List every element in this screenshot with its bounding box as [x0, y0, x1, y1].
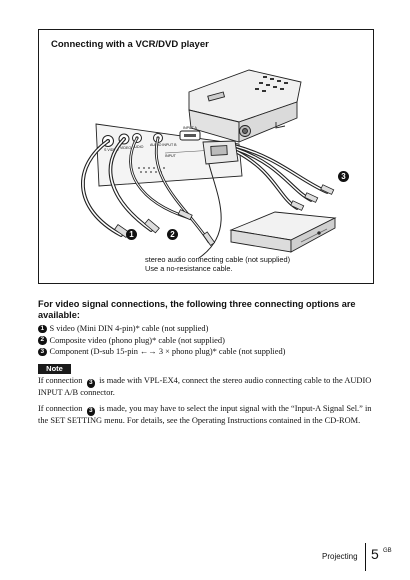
projector-illustration	[188, 69, 302, 143]
note1-post: is made with VPL-EX4, connect the stereo…	[38, 376, 372, 397]
callout-1: 1	[126, 229, 137, 240]
option-number: 2	[38, 336, 47, 345]
caption-line-1: stereo audio connecting cable (not suppl…	[145, 255, 291, 264]
note-paragraph-2: If connection 3 is made, you may have to…	[38, 404, 374, 426]
option-text: Component (D-sub 15-pin ←→ 3 × phono plu…	[49, 347, 286, 356]
panel-label-audio: AUDIO	[132, 145, 144, 149]
connection-options-list: 1 S video (Mini DIN 4-pin)* cable (not s…	[38, 323, 378, 358]
connection-figure: Connecting with a VCR/DVD player	[38, 29, 374, 284]
note2-post: is made, you may have to select the inpu…	[38, 404, 372, 425]
option-item: 2 Composite video (phono plug)* cable (n…	[38, 335, 378, 347]
figure-title: Connecting with a VCR/DVD player	[51, 39, 209, 50]
panel-label-input-a: INPUT A	[183, 126, 198, 130]
option-item: 1 S video (Mini DIN 4-pin)* cable (not s…	[38, 323, 378, 335]
panel-label-audio-input-b: AUDIO INPUT B	[150, 143, 177, 147]
region-code: GB	[383, 548, 392, 554]
note1-pre: If connection	[38, 376, 83, 385]
option-text: Composite video (phono plug)* cable (not…	[49, 335, 225, 345]
footer-divider	[365, 543, 366, 571]
note-label: Note	[38, 364, 71, 374]
panel-label-input: INPUT	[165, 154, 177, 158]
note2-pre: If connection	[38, 404, 83, 413]
panel-label-s-video: S VIDEO	[104, 148, 119, 152]
dsub-plug	[202, 140, 239, 165]
note1-connection-number: 3	[86, 379, 96, 388]
option-number: 3	[38, 347, 47, 356]
callout-3: 3	[338, 171, 349, 182]
callout-2: 2	[167, 229, 178, 240]
note-paragraph-1: If connection 3 is made with VPL-EX4, co…	[38, 376, 374, 398]
page-number: 5	[371, 546, 379, 562]
dvd-player-illustration	[229, 211, 337, 253]
panel-label-video: VIDEO	[120, 146, 131, 150]
caption-line-2: Use a no-resistance cable.	[145, 264, 233, 273]
section-heading: For video signal connections, the follow…	[38, 299, 356, 320]
connection-illustration: S VIDEO VIDEO AUDIO AUDIO INPUT B INPUT …	[81, 69, 337, 259]
figure-caption: stereo audio connecting cable (not suppl…	[145, 255, 370, 273]
connection-cables	[81, 136, 329, 259]
option-text: S video (Mini DIN 4-pin)* cable (not sup…	[49, 324, 209, 333]
option-number: 1	[38, 324, 47, 333]
option-item: 3 Component (D-sub 15-pin ←→ 3 × phono p…	[38, 346, 378, 358]
footer-section-name: Projecting	[322, 552, 358, 561]
note2-connection-number: 3	[86, 407, 96, 416]
